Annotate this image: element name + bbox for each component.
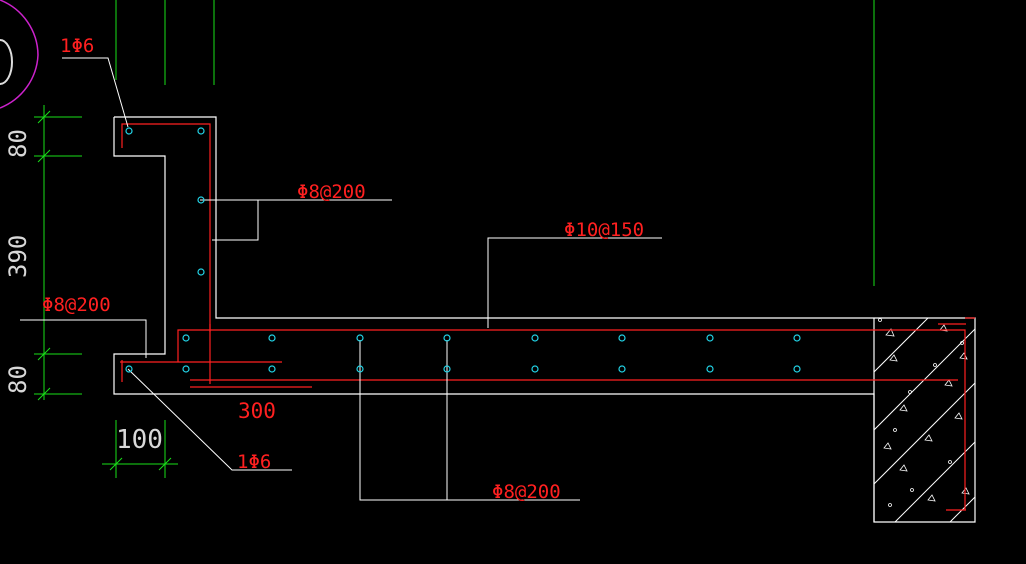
leader-lines xyxy=(20,57,662,501)
label-slab-bottom: Φ8@200 xyxy=(492,481,561,503)
rebar-dot xyxy=(443,365,451,373)
rebar-dot xyxy=(268,365,276,373)
rebar-dot xyxy=(793,365,801,373)
rebar-dot xyxy=(125,365,133,373)
dim-bottom: 80 xyxy=(4,365,32,394)
horizontal-dimension-width xyxy=(102,420,178,478)
rebar-lines xyxy=(120,123,975,511)
label-slab-top: Φ10@150 xyxy=(564,219,644,241)
label-left-stirrup: Φ8@200 xyxy=(42,294,111,316)
dimension-labels: 80 390 80 100 xyxy=(4,129,163,455)
rebar-dot xyxy=(531,365,539,373)
rebar-dot xyxy=(618,365,626,373)
rebar-dot xyxy=(182,365,190,373)
rebar-dot xyxy=(618,334,626,342)
vertical-dimension-chain xyxy=(34,105,82,401)
concrete-outline xyxy=(113,116,976,523)
dim-middle: 390 xyxy=(4,235,32,278)
rebar-dots xyxy=(125,127,801,373)
rebar-dot xyxy=(706,365,714,373)
rebar-dot xyxy=(197,127,205,135)
rebar-dot xyxy=(706,334,714,342)
rebar-dot xyxy=(531,334,539,342)
green-reference-lines xyxy=(115,0,875,286)
rebar-dot xyxy=(356,334,364,342)
label-top-bar: 1Φ6 xyxy=(60,35,94,57)
rebar-labels: 1Φ6 Φ8@200 Φ10@150 Φ8@200 1Φ6 Φ8@200 300 xyxy=(42,35,644,503)
label-vertical-stirrup: Φ8@200 xyxy=(297,181,366,203)
label-bottom-bar: 1Φ6 xyxy=(237,451,271,473)
rebar-dot xyxy=(268,334,276,342)
dim-top: 80 xyxy=(4,129,32,158)
rebar-dot xyxy=(356,365,364,373)
magenta-arc xyxy=(0,0,39,109)
dim-width: 100 xyxy=(116,425,163,455)
rebar-dot xyxy=(793,334,801,342)
label-length: 300 xyxy=(238,399,276,423)
rebar-dot xyxy=(125,127,133,135)
rebar-dot xyxy=(182,334,190,342)
rebar-dot xyxy=(197,196,205,204)
rebar-dot xyxy=(443,334,451,342)
rebar-dot xyxy=(197,268,205,276)
